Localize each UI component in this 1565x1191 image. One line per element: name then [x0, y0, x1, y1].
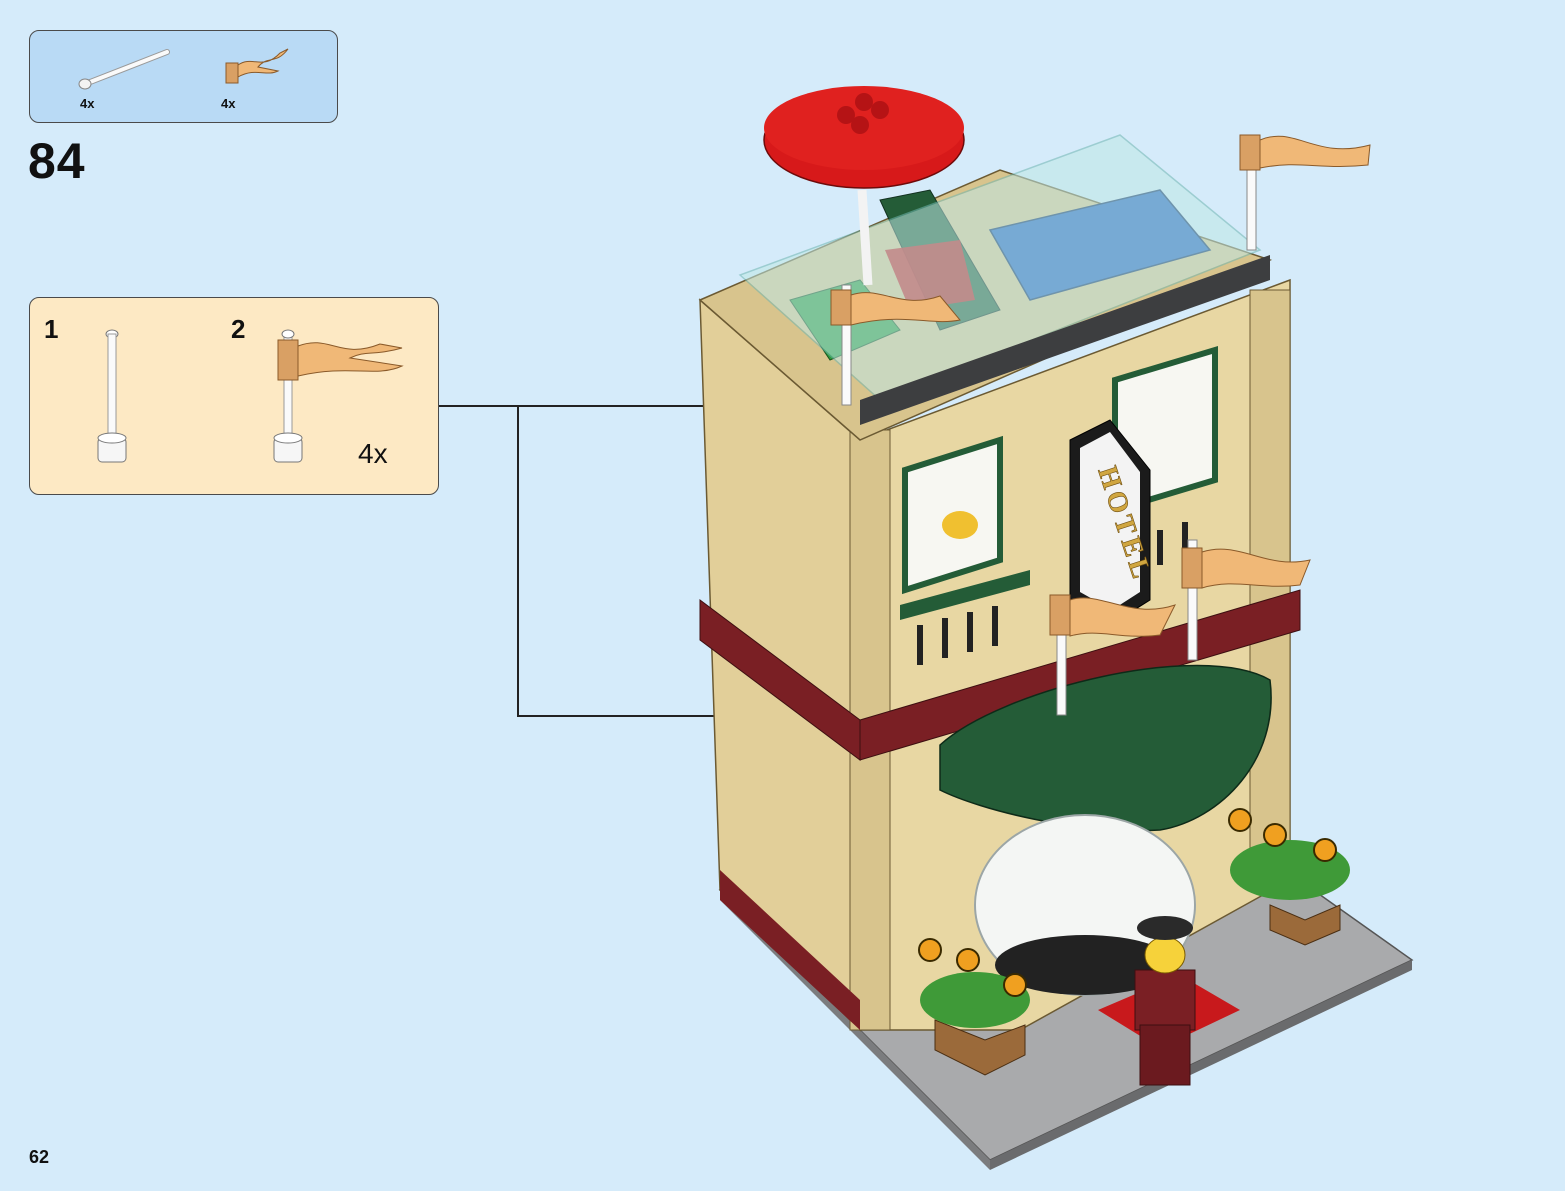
page-number: 62 — [29, 1147, 49, 1168]
